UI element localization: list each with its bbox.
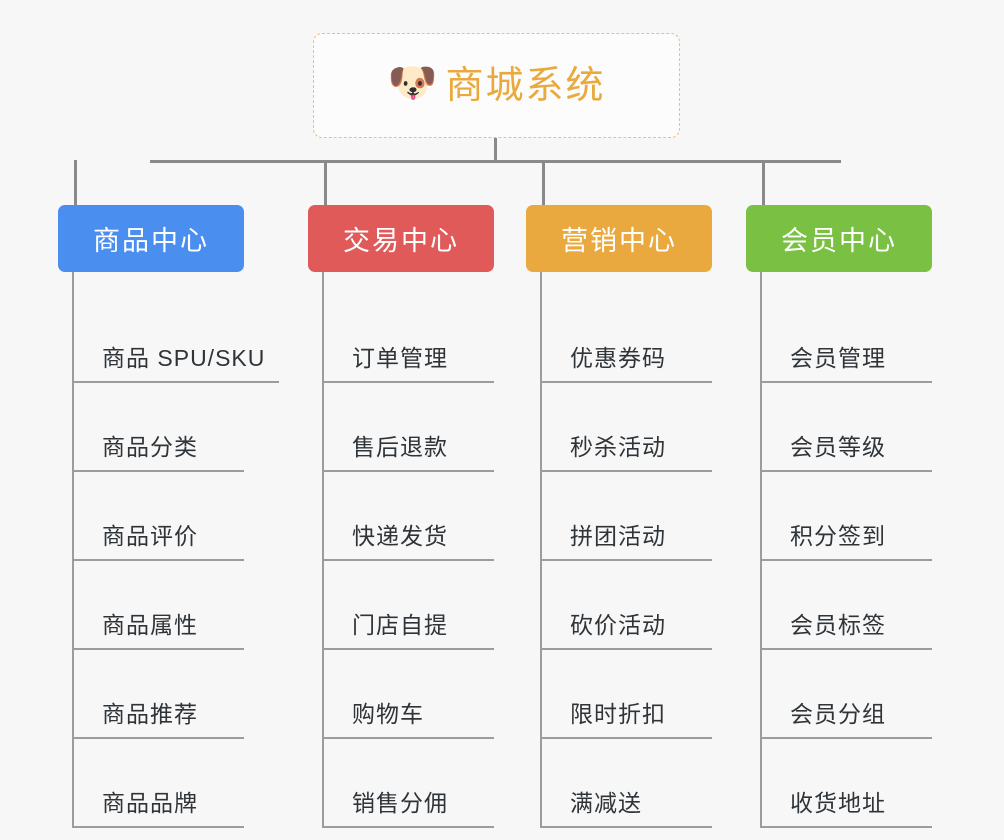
leaf-underline: 会员分组 bbox=[760, 695, 932, 739]
leaf-item-label: 商品 SPU/SKU bbox=[102, 345, 266, 371]
leaf-item[interactable]: 商品属性 bbox=[72, 561, 244, 650]
connector-horizontal-bus bbox=[150, 160, 841, 163]
leaf-underline: 会员管理 bbox=[760, 339, 932, 383]
leaf-item-label: 会员等级 bbox=[790, 434, 886, 460]
leaf-underline: 购物车 bbox=[322, 695, 494, 739]
leaf-item[interactable]: 商品分类 bbox=[72, 383, 244, 472]
leaf-underline: 积分签到 bbox=[760, 517, 932, 561]
leaf-item[interactable]: 限时折扣 bbox=[540, 650, 712, 739]
connector-root-stem bbox=[494, 138, 497, 163]
leaf-item-label: 商品推荐 bbox=[102, 701, 198, 727]
leaf-item[interactable]: 会员分组 bbox=[760, 650, 932, 739]
leaf-item-label: 订单管理 bbox=[352, 345, 448, 371]
category-node-label: 交易中心 bbox=[343, 226, 459, 256]
category-column-4: 会员中心会员管理会员等级积分签到会员标签会员分组收货地址 bbox=[746, 205, 932, 828]
leaf-underline: 收货地址 bbox=[760, 784, 932, 828]
category-column-2: 交易中心订单管理售后退款快递发货门店自提购物车销售分佣 bbox=[308, 205, 494, 828]
leaf-item-label: 优惠券码 bbox=[570, 345, 666, 371]
leaf-item[interactable]: 销售分佣 bbox=[322, 739, 494, 828]
branch-trunk-4: 会员管理会员等级积分签到会员标签会员分组收货地址 bbox=[760, 272, 932, 828]
leaf-item[interactable]: 满减送 bbox=[540, 739, 712, 828]
leaf-item[interactable]: 购物车 bbox=[322, 650, 494, 739]
leaf-item-label: 会员管理 bbox=[790, 345, 886, 371]
leaf-item[interactable]: 秒杀活动 bbox=[540, 383, 712, 472]
leaf-item[interactable]: 商品评价 bbox=[72, 472, 244, 561]
leaf-item-label: 售后退款 bbox=[352, 434, 448, 460]
leaf-underline: 商品推荐 bbox=[72, 695, 244, 739]
category-node-label: 会员中心 bbox=[781, 226, 897, 256]
leaf-underline: 优惠券码 bbox=[540, 339, 712, 383]
leaf-item-label: 会员分组 bbox=[790, 701, 886, 727]
leaf-item-label: 砍价活动 bbox=[570, 612, 666, 638]
leaf-item-label: 秒杀活动 bbox=[570, 434, 666, 460]
leaf-underline: 秒杀活动 bbox=[540, 428, 712, 472]
branch-trunk-1: 商品 SPU/SKU 商品分类商品评价商品属性商品推荐商品品牌 bbox=[72, 272, 280, 828]
root-node-label: 商城系统 bbox=[445, 64, 606, 107]
leaf-item-label: 门店自提 bbox=[352, 612, 448, 638]
leaf-item-label: 购物车 bbox=[352, 701, 424, 727]
category-node-label: 营销中心 bbox=[561, 226, 677, 256]
leaf-underline: 商品评价 bbox=[72, 517, 244, 561]
leaf-item-label: 积分签到 bbox=[790, 523, 886, 549]
leaf-underline: 会员等级 bbox=[760, 428, 932, 472]
leaf-underline: 商品品牌 bbox=[72, 784, 244, 828]
leaf-item[interactable]: 门店自提 bbox=[322, 561, 494, 650]
leaf-item[interactable]: 商品品牌 bbox=[72, 739, 244, 828]
leaf-item[interactable]: 优惠券码 bbox=[540, 294, 712, 383]
leaf-underline: 售后退款 bbox=[322, 428, 494, 472]
branch-trunk-3: 优惠券码秒杀活动拼团活动砍价活动限时折扣满减送 bbox=[540, 272, 712, 828]
leaf-item-label: 收货地址 bbox=[790, 790, 886, 816]
leaf-item-label: 销售分佣 bbox=[352, 790, 448, 816]
leaf-item-label: 拼团活动 bbox=[570, 523, 666, 549]
connector-drop-1 bbox=[74, 160, 77, 205]
leaf-item[interactable]: 会员标签 bbox=[760, 561, 932, 650]
leaf-item-label: 商品评价 bbox=[102, 523, 198, 549]
leaf-underline: 拼团活动 bbox=[540, 517, 712, 561]
leaf-underline: 订单管理 bbox=[322, 339, 494, 383]
leaf-item[interactable]: 会员管理 bbox=[760, 294, 932, 383]
leaf-item[interactable]: 砍价活动 bbox=[540, 561, 712, 650]
leaf-item[interactable]: 收货地址 bbox=[760, 739, 932, 828]
category-column-1: 商品中心商品 SPU/SKU 商品分类商品评价商品属性商品推荐商品品牌 bbox=[58, 205, 280, 828]
leaf-item-label: 商品品牌 bbox=[102, 790, 198, 816]
leaf-item[interactable]: 会员等级 bbox=[760, 383, 932, 472]
category-node-1[interactable]: 商品中心 bbox=[58, 205, 244, 272]
category-node-4[interactable]: 会员中心 bbox=[746, 205, 932, 272]
leaf-item-label: 商品属性 bbox=[102, 612, 198, 638]
connector-drop-4 bbox=[762, 160, 765, 205]
leaf-item[interactable]: 商品推荐 bbox=[72, 650, 244, 739]
leaf-underline: 商品 SPU/SKU bbox=[72, 339, 280, 383]
category-column-3: 营销中心优惠券码秒杀活动拼团活动砍价活动限时折扣满减送 bbox=[526, 205, 712, 828]
leaf-item-label: 满减送 bbox=[570, 790, 642, 816]
connector-drop-3 bbox=[542, 160, 545, 205]
leaf-item[interactable]: 拼团活动 bbox=[540, 472, 712, 561]
leaf-underline: 快递发货 bbox=[322, 517, 494, 561]
shiba-dog-face-icon: 🐶 bbox=[387, 60, 438, 105]
leaf-underline: 限时折扣 bbox=[540, 695, 712, 739]
category-node-3[interactable]: 营销中心 bbox=[526, 205, 712, 272]
leaf-underline: 门店自提 bbox=[322, 606, 494, 650]
leaf-underline: 砍价活动 bbox=[540, 606, 712, 650]
leaf-item[interactable]: 订单管理 bbox=[322, 294, 494, 383]
connector-drop-2 bbox=[324, 160, 327, 205]
leaf-item[interactable]: 商品 SPU/SKU bbox=[72, 294, 280, 383]
leaf-underline: 满减送 bbox=[540, 784, 712, 828]
leaf-item-label: 快递发货 bbox=[352, 523, 448, 549]
leaf-underline: 会员标签 bbox=[760, 606, 932, 650]
leaf-underline: 商品属性 bbox=[72, 606, 244, 650]
root-node-shop-system[interactable]: 🐶 商城系统 bbox=[313, 33, 680, 138]
leaf-item[interactable]: 快递发货 bbox=[322, 472, 494, 561]
leaf-item-label: 会员标签 bbox=[790, 612, 886, 638]
leaf-item[interactable]: 积分签到 bbox=[760, 472, 932, 561]
leaf-item-label: 限时折扣 bbox=[570, 701, 666, 727]
category-node-label: 商品中心 bbox=[93, 226, 209, 256]
branch-trunk-2: 订单管理售后退款快递发货门店自提购物车销售分佣 bbox=[322, 272, 494, 828]
leaf-underline: 商品分类 bbox=[72, 428, 244, 472]
category-node-2[interactable]: 交易中心 bbox=[308, 205, 494, 272]
leaf-item-label: 商品分类 bbox=[102, 434, 198, 460]
leaf-underline: 销售分佣 bbox=[322, 784, 494, 828]
leaf-item[interactable]: 售后退款 bbox=[322, 383, 494, 472]
